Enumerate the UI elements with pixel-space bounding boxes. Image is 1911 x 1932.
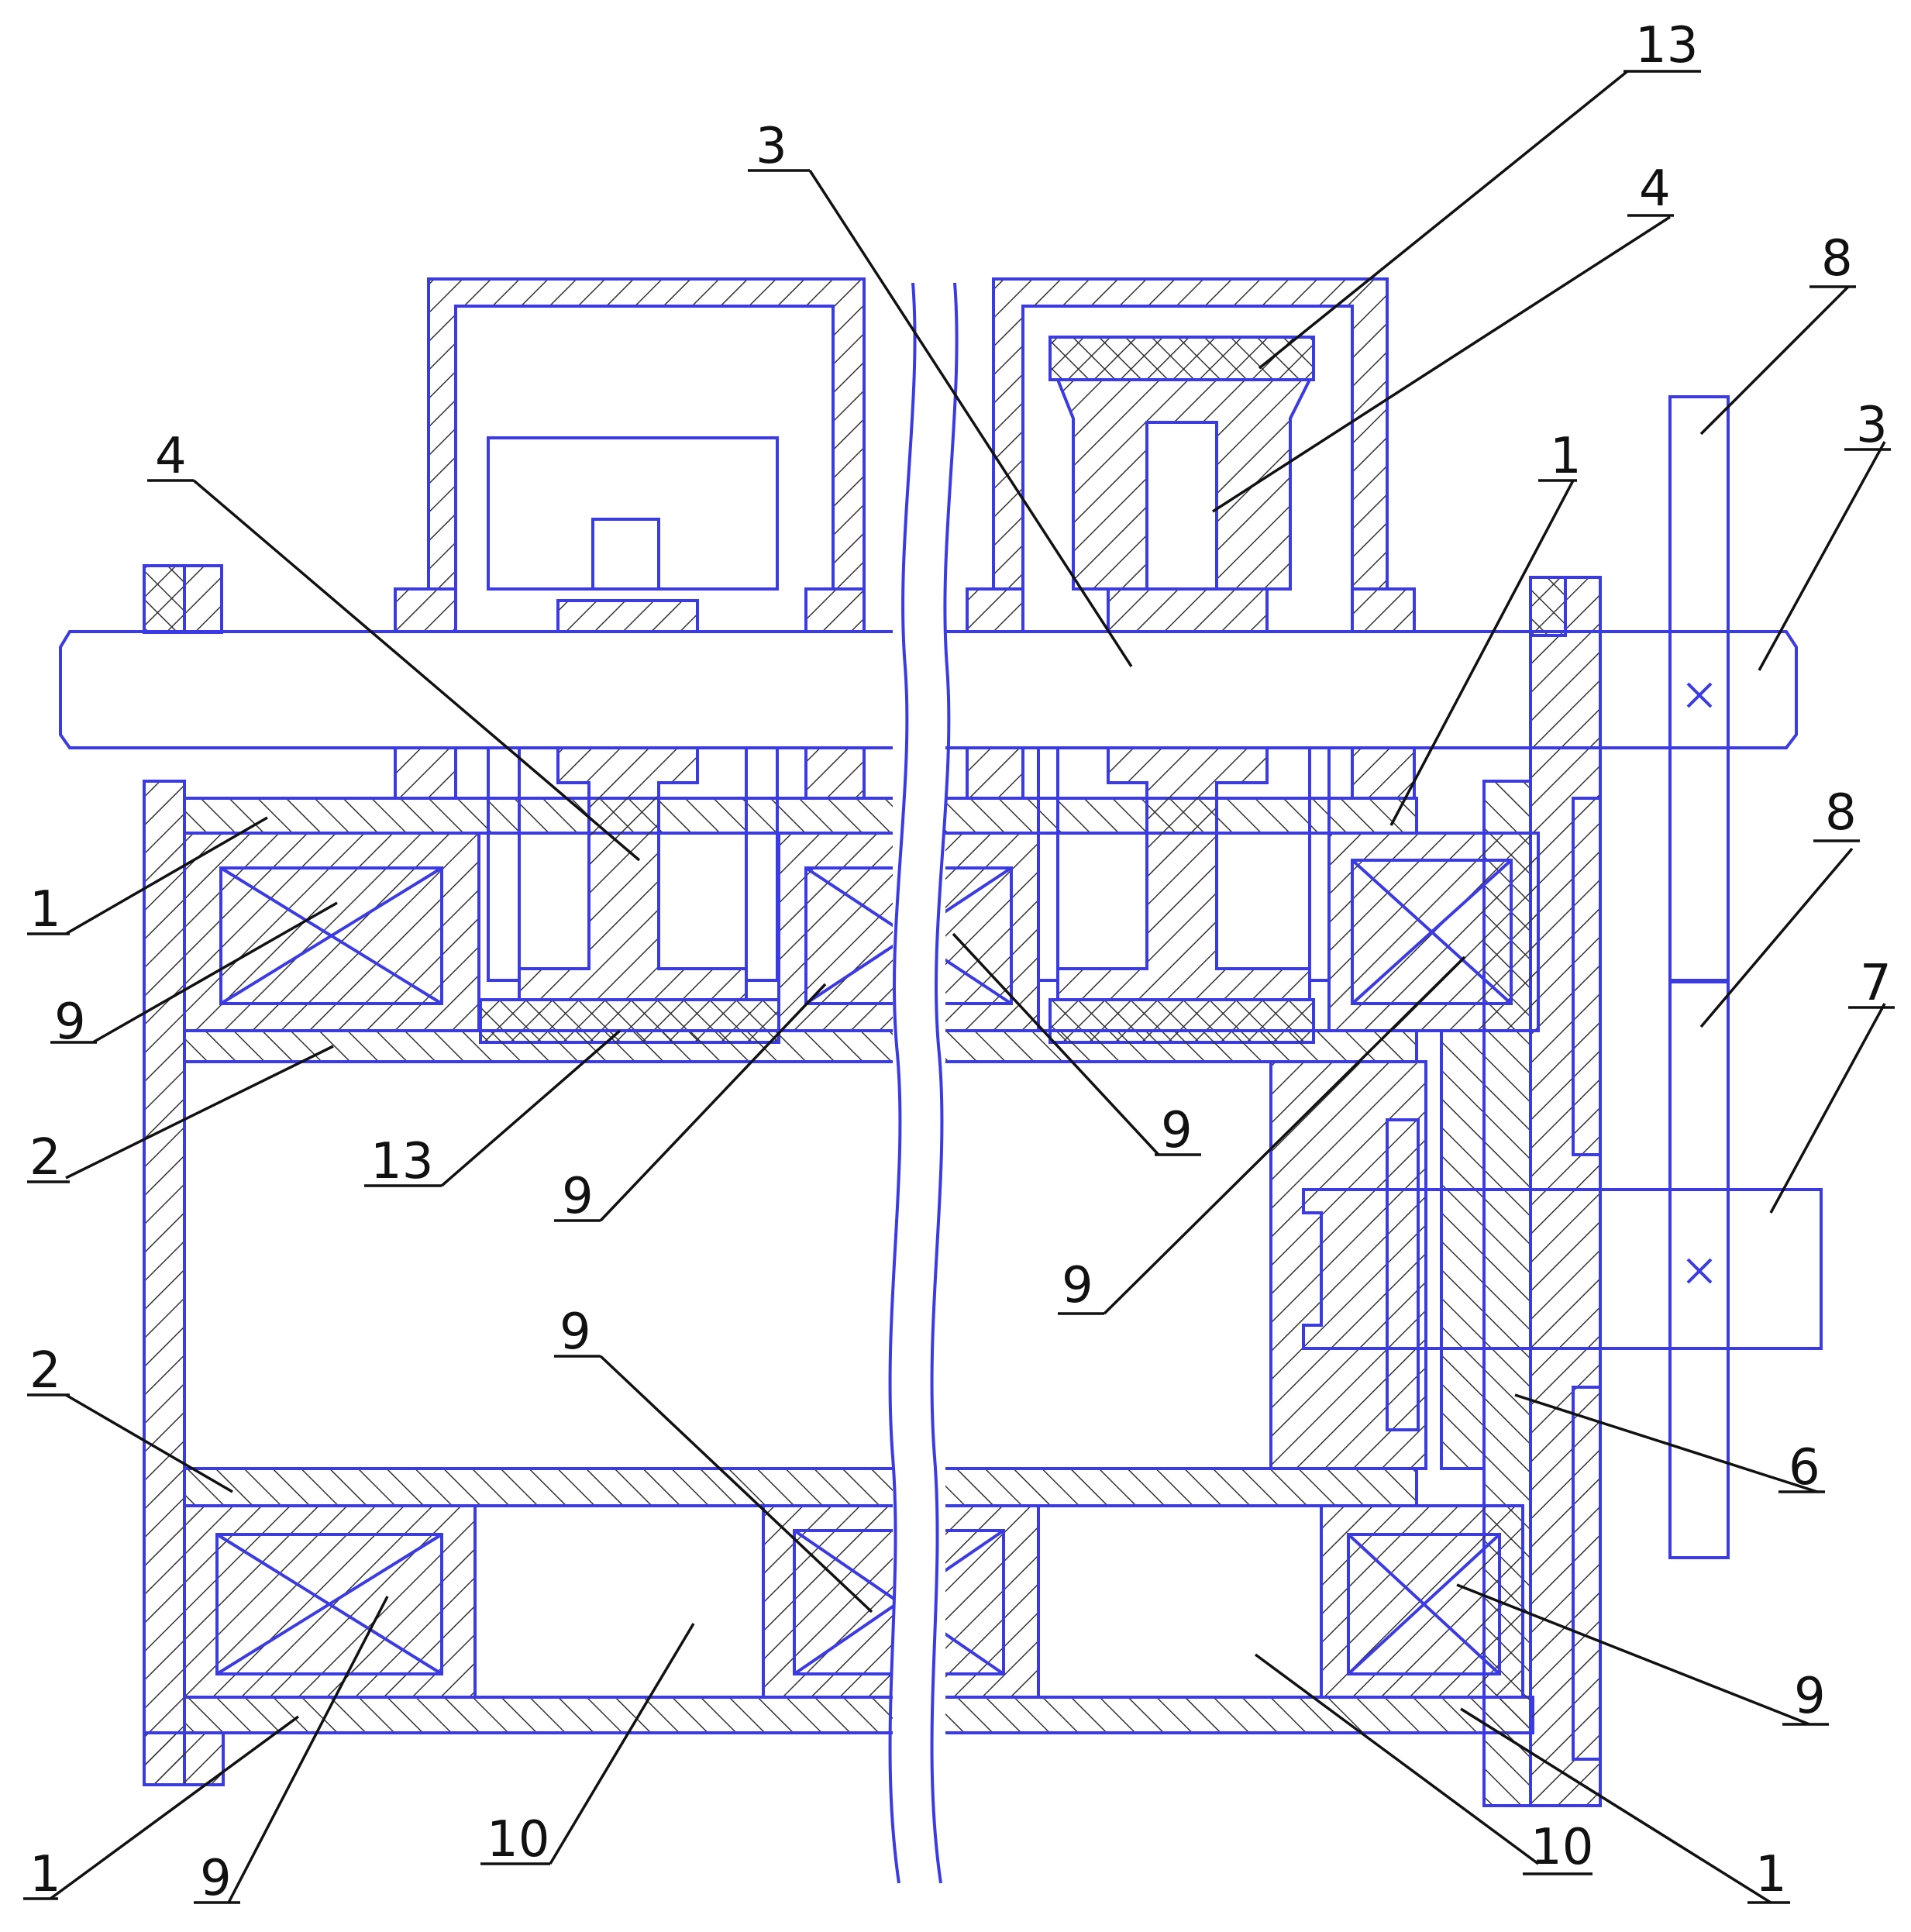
callout-10-left: 10: [487, 1811, 549, 1868]
callout-7: 7: [1860, 955, 1892, 1012]
callout-1-right: 1: [1550, 428, 1582, 485]
right-gear: [1037, 336, 1331, 1044]
callout-9-bottom-left: 9: [200, 1850, 232, 1907]
lower-cavities: [473, 1504, 1323, 1699]
callout-9-lower-center: 9: [560, 1303, 591, 1361]
callout-2-upper: 2: [29, 1129, 61, 1186]
toothed-wheel-lower: [1668, 979, 1730, 1559]
upper-left-cover: [394, 277, 866, 800]
callout-labels: 13 3 4 8 3 1 4 1 9 8 7 2 13 9 9 9 2 9: [23, 17, 1895, 1907]
callout-9-right: 9: [1062, 1257, 1093, 1314]
bearing-lower-right: [1320, 1504, 1524, 1699]
callout-3-right: 3: [1856, 397, 1888, 454]
bearing-upper-right: [1327, 832, 1540, 1032]
bearing-lower-left: [183, 1504, 477, 1699]
callout-1-bottom-right: 1: [1755, 1846, 1787, 1903]
break-line-gap: [888, 271, 959, 1906]
output-shaft: [1302, 1188, 1823, 1350]
callout-9-mid-right: 9: [1161, 1102, 1193, 1159]
right-mounting-block: [1269, 1029, 1486, 1470]
upper-sleeve: [183, 1029, 1418, 1063]
upper-right-cover: [966, 277, 1416, 800]
callout-2-lower: 2: [29, 1342, 61, 1400]
callout-13-bottom: 13: [370, 1133, 433, 1190]
callout-3-top: 3: [756, 118, 787, 175]
callout-4-left: 4: [155, 428, 187, 485]
callout-9-lower-right: 9: [1794, 1668, 1826, 1725]
housing-upper-inner-wall: [183, 797, 1418, 835]
callout-10-right: 10: [1531, 1819, 1593, 1876]
callout-4-top: 4: [1639, 160, 1671, 218]
housing-bottom-wall: [143, 1696, 1534, 1786]
leader-lines: [49, 70, 1886, 1904]
callout-6: 6: [1789, 1439, 1820, 1496]
lower-sleeve: [183, 1467, 1418, 1507]
bearing-upper-left: [183, 832, 480, 1032]
left-gear: [479, 436, 780, 1044]
toothed-wheel-upper: [1668, 395, 1730, 983]
upper-shaft: [59, 630, 1798, 749]
callout-1-left: 1: [29, 881, 61, 938]
housing-left-wall: [143, 564, 223, 1786]
callout-9-center: 9: [562, 1168, 594, 1225]
callout-8-mid: 8: [1825, 784, 1857, 842]
callout-1-bottom-left: 1: [29, 1846, 61, 1903]
callout-13-top: 13: [1635, 17, 1698, 74]
callout-8-top: 8: [1821, 230, 1853, 288]
